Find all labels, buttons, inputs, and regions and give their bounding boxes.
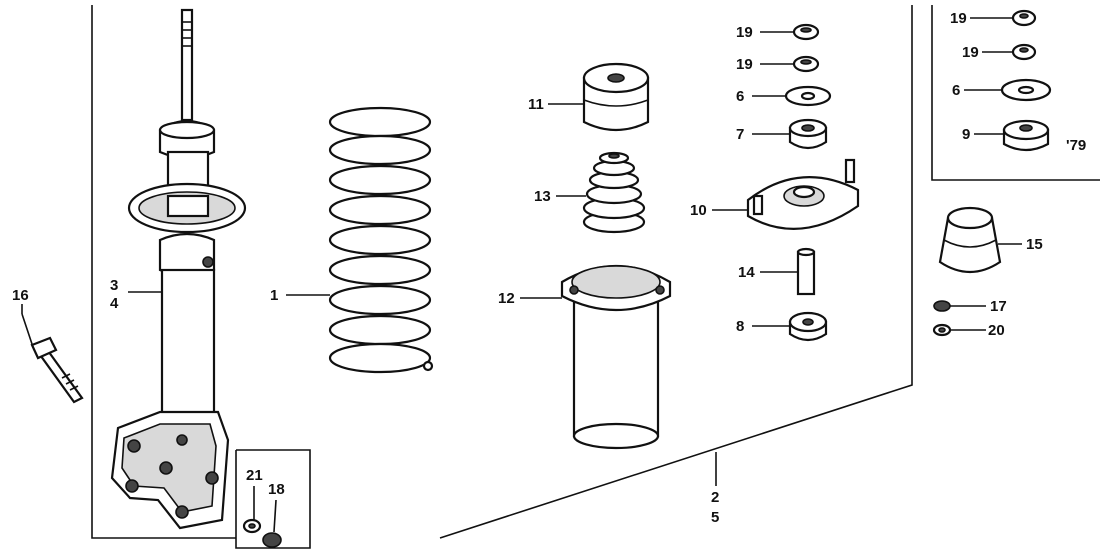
box-nut-part bbox=[262, 532, 282, 548]
bolt-part bbox=[30, 336, 84, 404]
coil-spring-part bbox=[328, 106, 434, 374]
callout-20: 20 bbox=[988, 322, 1005, 339]
callout-6-inset: 6 bbox=[952, 82, 960, 99]
callout-labels: 16 3 4 1 11 13 12 19 19 6 7 10 14 8 19 1… bbox=[12, 10, 1086, 526]
callout-16: 16 bbox=[12, 287, 29, 304]
inset-bushing bbox=[1002, 119, 1050, 152]
callout-19-c: 19 bbox=[950, 10, 967, 27]
bump-rubber-part bbox=[582, 151, 646, 234]
collar-tube-part bbox=[796, 247, 816, 296]
inset-washer bbox=[1000, 78, 1052, 102]
washer-part bbox=[784, 85, 832, 107]
lower-bushing-part bbox=[788, 311, 828, 342]
inset-nut-top bbox=[1011, 9, 1037, 27]
callout-18: 18 bbox=[268, 481, 285, 498]
callout-10: 10 bbox=[690, 202, 707, 219]
callout-8: 8 bbox=[736, 318, 744, 335]
callout-14: 14 bbox=[738, 264, 755, 281]
inset-year-note: '79 bbox=[1066, 137, 1086, 154]
nut-part-second bbox=[792, 55, 820, 73]
small-nut-part bbox=[933, 300, 951, 312]
bushing-part bbox=[788, 118, 828, 150]
nut-part-top bbox=[792, 23, 820, 41]
small-washer-part bbox=[932, 323, 952, 337]
callout-15: 15 bbox=[1026, 236, 1043, 253]
callout-12: 12 bbox=[498, 290, 515, 307]
bump-cap-part bbox=[582, 62, 650, 132]
callout-7: 7 bbox=[736, 126, 744, 143]
strut-mount-part bbox=[746, 158, 860, 230]
callout-21: 21 bbox=[246, 467, 263, 484]
callout-3: 3 bbox=[110, 277, 118, 294]
callout-1: 1 bbox=[270, 287, 278, 304]
callout-19-a: 19 bbox=[736, 24, 753, 41]
inset-nut-second bbox=[1011, 43, 1037, 61]
callout-5: 5 bbox=[711, 509, 719, 526]
callout-4: 4 bbox=[110, 295, 119, 312]
callout-19-d: 19 bbox=[962, 44, 979, 61]
strut-part bbox=[110, 8, 247, 530]
leader-lines bbox=[21, 17, 1022, 533]
callout-2: 2 bbox=[711, 489, 719, 506]
callout-19-b: 19 bbox=[736, 56, 753, 73]
callout-6: 6 bbox=[736, 88, 744, 105]
callout-13: 13 bbox=[534, 188, 551, 205]
callout-17: 17 bbox=[990, 298, 1007, 315]
callout-11: 11 bbox=[528, 96, 544, 113]
assembly-frame bbox=[91, 5, 1100, 549]
callout-9: 9 bbox=[962, 126, 970, 143]
box-washer-part bbox=[242, 518, 262, 534]
dust-cover-part bbox=[560, 265, 672, 450]
bump-stop-part bbox=[938, 206, 1002, 273]
